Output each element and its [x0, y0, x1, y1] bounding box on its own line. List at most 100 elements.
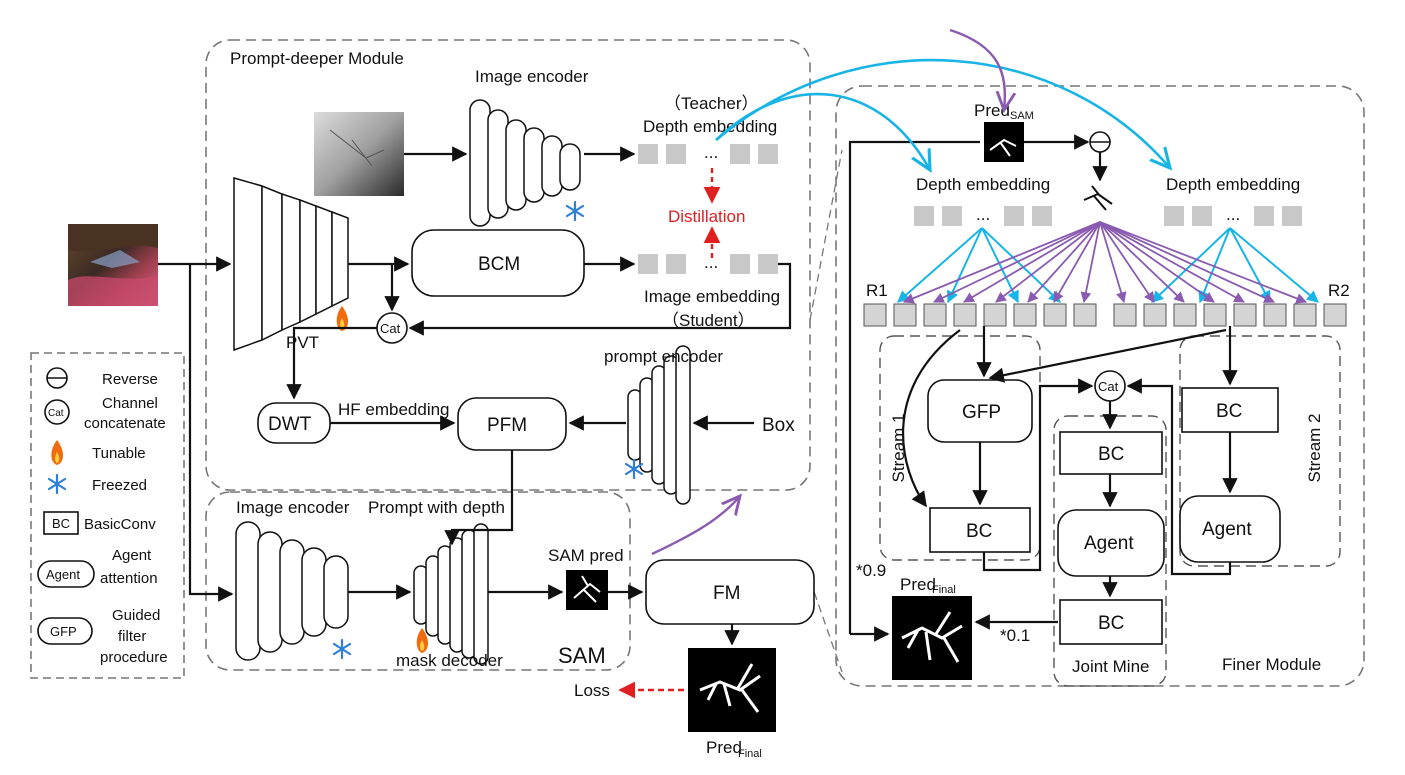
svg-text:BC: BC	[52, 516, 70, 531]
teacher-depth-tokens	[638, 144, 778, 164]
cat-icon	[44, 399, 70, 425]
teacher-encoder-label: Image encoder	[475, 67, 589, 86]
final-pred-mask	[688, 648, 776, 732]
r1-label: R1	[866, 281, 888, 300]
finer-pred-final-label: Pred	[900, 575, 936, 594]
flame-icon	[336, 306, 349, 331]
svg-text:Final: Final	[738, 748, 762, 760]
svg-text:...: ...	[704, 253, 718, 272]
reversed-mask	[1083, 185, 1113, 211]
final-pred-label: Pred	[706, 738, 742, 757]
svg-text:...: ...	[704, 143, 718, 162]
prompt-with-depth-label: Prompt with depth	[368, 498, 505, 517]
cyan-fan-arrows	[897, 227, 1319, 304]
legend-basicconv: BasicConv	[84, 516, 156, 533]
svg-text:Cat: Cat	[48, 408, 64, 419]
depth-tokens-2	[1164, 206, 1302, 226]
svg-text:BC: BC	[1216, 401, 1242, 422]
snowflake-icon	[332, 638, 352, 660]
svg-text:BC: BC	[1098, 613, 1124, 634]
fm-block	[645, 559, 815, 625]
svg-text:BC: BC	[1098, 444, 1124, 465]
connector-arrows	[158, 134, 1238, 646]
gfp-icon	[37, 617, 93, 645]
svg-text:concatenate: concatenate	[84, 415, 166, 432]
cyan-curve-arrows	[715, 58, 1170, 170]
weight-09-label: *0.9	[856, 561, 886, 580]
svg-text:FM: FM	[713, 583, 740, 604]
r1-tokens	[863, 303, 1097, 327]
svg-text:SAM: SAM	[1010, 110, 1034, 122]
finer-module-box	[835, 85, 1365, 687]
snowflake-icon	[624, 458, 644, 480]
pvt-encoder	[233, 177, 349, 352]
svg-text:attention: attention	[100, 570, 158, 587]
teacher-depth-embedding-label: Depth embedding	[643, 117, 777, 136]
student-image-tokens	[638, 254, 778, 274]
svg-text:filter: filter	[118, 628, 146, 645]
legend-agent: Agent	[112, 547, 152, 564]
finer-title: Finer Module	[1222, 655, 1321, 674]
legend-box	[30, 352, 185, 679]
legend-reverse: Reverse	[102, 371, 158, 388]
pred-sam-mask	[984, 122, 1024, 162]
svg-text:...: ...	[976, 205, 990, 224]
svg-text:...: ...	[1226, 205, 1240, 224]
bc-block-stream1	[929, 507, 1031, 553]
depth-tokens-1	[914, 206, 1052, 226]
svg-text:DWT: DWT	[268, 414, 312, 435]
svg-text:PFM: PFM	[487, 415, 527, 436]
stream1-label: Stream 1	[889, 414, 908, 483]
teacher-image-encoder	[469, 99, 581, 227]
legend-tunable: Tunable	[92, 445, 146, 462]
svg-text:GFP: GFP	[962, 402, 1001, 423]
purple-curve-arrows	[651, 28, 1005, 556]
stream1-box	[879, 335, 1041, 561]
box-label: Box	[762, 415, 795, 436]
bc-block-joint-1	[1059, 431, 1163, 475]
svg-text:Agent: Agent	[1084, 533, 1134, 554]
sam-encoder-label: Image encoder	[236, 498, 350, 517]
distillation-label: Distillation	[668, 207, 745, 226]
depth-embedding-1-label: Depth embedding	[916, 175, 1050, 194]
depth-embedding-2-label: Depth embedding	[1166, 175, 1300, 194]
pvt-label: PVT	[286, 333, 319, 352]
teacher-label: （Teacher）	[664, 94, 758, 113]
snowflake-icon	[565, 200, 585, 222]
loss-label: Loss	[574, 681, 610, 700]
flame-icon	[51, 440, 64, 465]
bc-icon	[43, 511, 79, 535]
mask-decoder	[413, 523, 489, 665]
prompt-deeper-title: Prompt-deeper Module	[230, 49, 404, 68]
depth-image	[314, 112, 404, 196]
r2-label: R2	[1328, 281, 1350, 300]
sam-image-encoder	[235, 521, 349, 661]
sam-pred-mask	[566, 570, 608, 610]
sam-module-box	[205, 491, 631, 671]
student-image-embedding-label: Image embedding	[644, 287, 780, 306]
svg-text:procedure: procedure	[100, 649, 168, 666]
purple-fan-arrows	[903, 221, 1308, 304]
student-label: （Student）	[662, 311, 755, 330]
stream2-label: Stream 2	[1305, 414, 1324, 483]
zoom-line-bottom	[809, 579, 843, 673]
agent-icon	[37, 560, 95, 588]
prompt-encoder	[627, 345, 691, 505]
svg-text:BCM: BCM	[478, 254, 520, 275]
svg-text:Cat: Cat	[1098, 379, 1119, 394]
svg-text:Agent: Agent	[1202, 519, 1252, 540]
svg-text:Final: Final	[932, 584, 956, 596]
zoom-line-top	[809, 149, 843, 321]
input-image	[68, 224, 158, 306]
bc-block-joint-2	[1059, 599, 1163, 645]
mask-decoder-label: mask decoder	[396, 651, 503, 670]
svg-text:GFP: GFP	[50, 624, 77, 639]
legend-channel: Channel	[102, 395, 158, 412]
sam-title: SAM	[558, 643, 606, 668]
svg-text:Agent: Agent	[46, 567, 80, 582]
finer-pred-final-mask	[892, 596, 972, 680]
legend-freezed: Freezed	[92, 477, 147, 494]
snowflake-icon	[47, 473, 67, 495]
prompt-encoder-label: prompt encoder	[604, 347, 723, 366]
